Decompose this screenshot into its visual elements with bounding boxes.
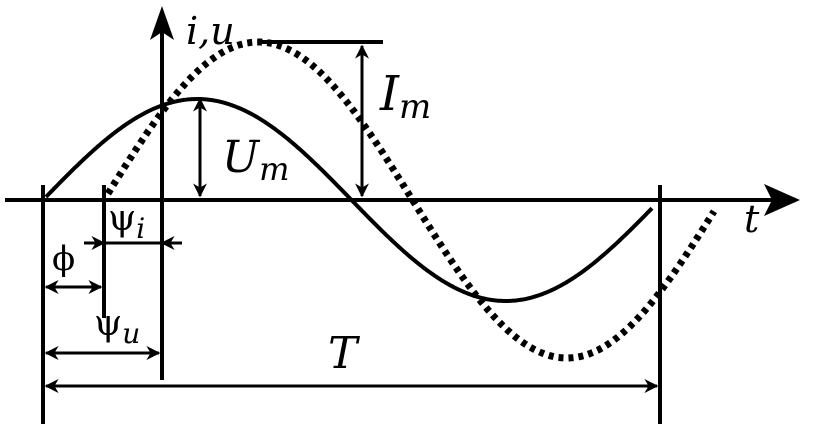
value-axis-arrowhead xyxy=(150,6,174,40)
voltage-amplitude-label: Um xyxy=(222,132,289,188)
phase-shift-label: ϕ xyxy=(52,239,75,279)
current-amplitude-label: Im xyxy=(379,66,431,127)
period-label: T xyxy=(328,328,361,379)
time-axis-arrowhead xyxy=(764,184,800,216)
current-phase-label: ψi xyxy=(108,198,145,245)
value-axis-label: i,u xyxy=(186,9,235,53)
voltage-phase-label: ψu xyxy=(94,303,140,350)
voltage-curve xyxy=(44,97,654,303)
time-axis-label: t xyxy=(744,197,760,241)
